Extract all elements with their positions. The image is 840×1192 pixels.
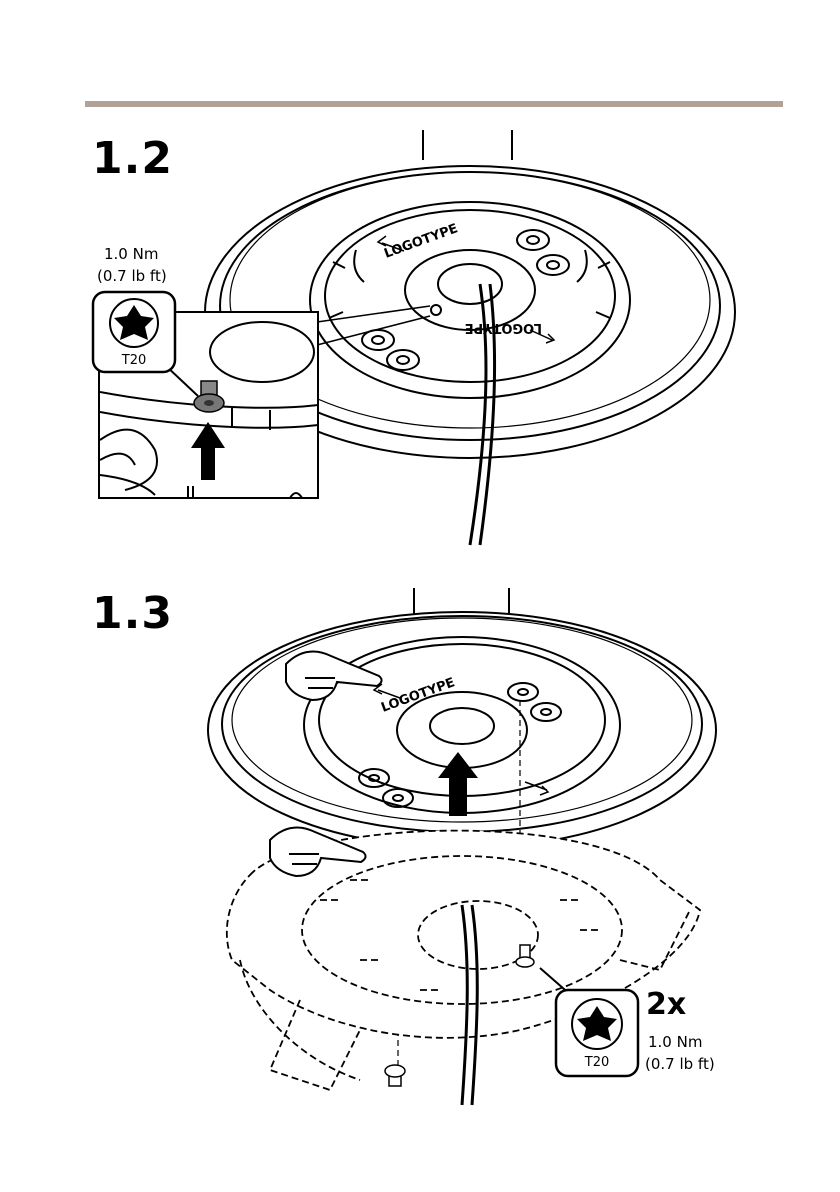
torque-value-1-3: 1.0 Nm — [648, 1032, 702, 1053]
torque-imperial-1-3: (0.7 lb ft) — [645, 1054, 715, 1075]
screw-count-1-3: 2x — [646, 990, 686, 1020]
screw-icon — [385, 1065, 405, 1086]
torque-value-1-2: 1.0 Nm — [104, 244, 158, 265]
tool-label-1-2: T20 — [121, 353, 146, 368]
torque-imperial-1-2: (0.7 lb ft) — [97, 266, 167, 287]
tool-label-1-3: T20 — [584, 1055, 609, 1070]
brand-text-1-2b: LOGOTYPE — [465, 320, 542, 335]
